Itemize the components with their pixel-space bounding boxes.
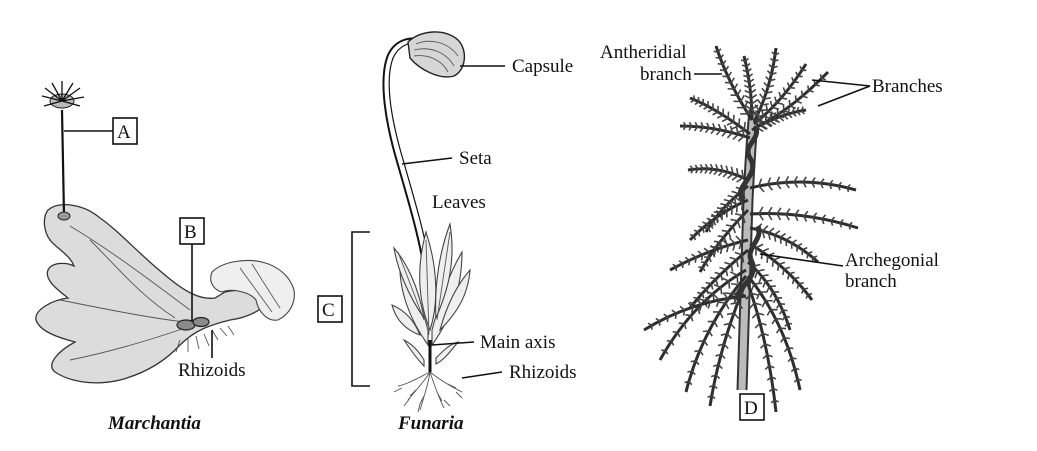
label-b: B <box>184 222 197 243</box>
label-box-c <box>317 295 343 323</box>
funaria-illustration <box>382 31 471 413</box>
leader-line-archegonial <box>759 253 844 267</box>
label-box-d <box>739 393 765 421</box>
rhizoids-label-marchantia: Rhizoids <box>178 360 246 381</box>
capsule-label: Capsule <box>512 56 573 77</box>
caption-funaria: Funaria <box>397 413 464 434</box>
label-box-b <box>179 217 205 245</box>
marchantia-thallus <box>35 204 271 384</box>
sphagnum-illustration <box>643 45 859 413</box>
antheridial-label-line1: Antheridial <box>600 42 687 63</box>
seta-label: Seta <box>459 148 492 169</box>
rhizoids-label-funaria: Rhizoids <box>509 362 577 383</box>
label-d: D <box>744 398 758 419</box>
label-c: C <box>322 300 335 321</box>
caption-marchantia: Marchantia <box>107 413 201 434</box>
archegonial-label-line2: branch <box>845 271 897 292</box>
leader-line-main-axis <box>431 341 475 346</box>
funaria-rhizoids <box>393 371 463 413</box>
funaria-leaves <box>391 221 471 347</box>
gemma-cup <box>192 316 210 328</box>
leaves-label: Leaves <box>432 192 486 213</box>
leader-line-branches-2 <box>817 85 871 107</box>
main-axis-label: Main axis <box>480 332 555 353</box>
funaria-seta <box>382 37 425 271</box>
sphagnum-branch <box>746 283 778 413</box>
marchantia-cup <box>210 259 295 321</box>
marchantia-stalk <box>60 109 66 216</box>
label-box-a <box>112 117 138 145</box>
marchantia-illustration <box>35 81 295 384</box>
leader-line-rhizoids-funaria <box>461 371 503 379</box>
antheridial-label-line2: branch <box>640 64 692 85</box>
funaria-capsule <box>407 31 465 78</box>
bracket-c <box>351 231 370 387</box>
branches-label: Branches <box>872 76 943 97</box>
marchantia-receptacle <box>41 81 85 109</box>
leader-line-branches-1 <box>811 79 871 87</box>
archegonial-label-line1: Archegonial <box>845 250 939 271</box>
label-a: A <box>117 122 131 143</box>
leader-line-seta <box>401 157 453 165</box>
